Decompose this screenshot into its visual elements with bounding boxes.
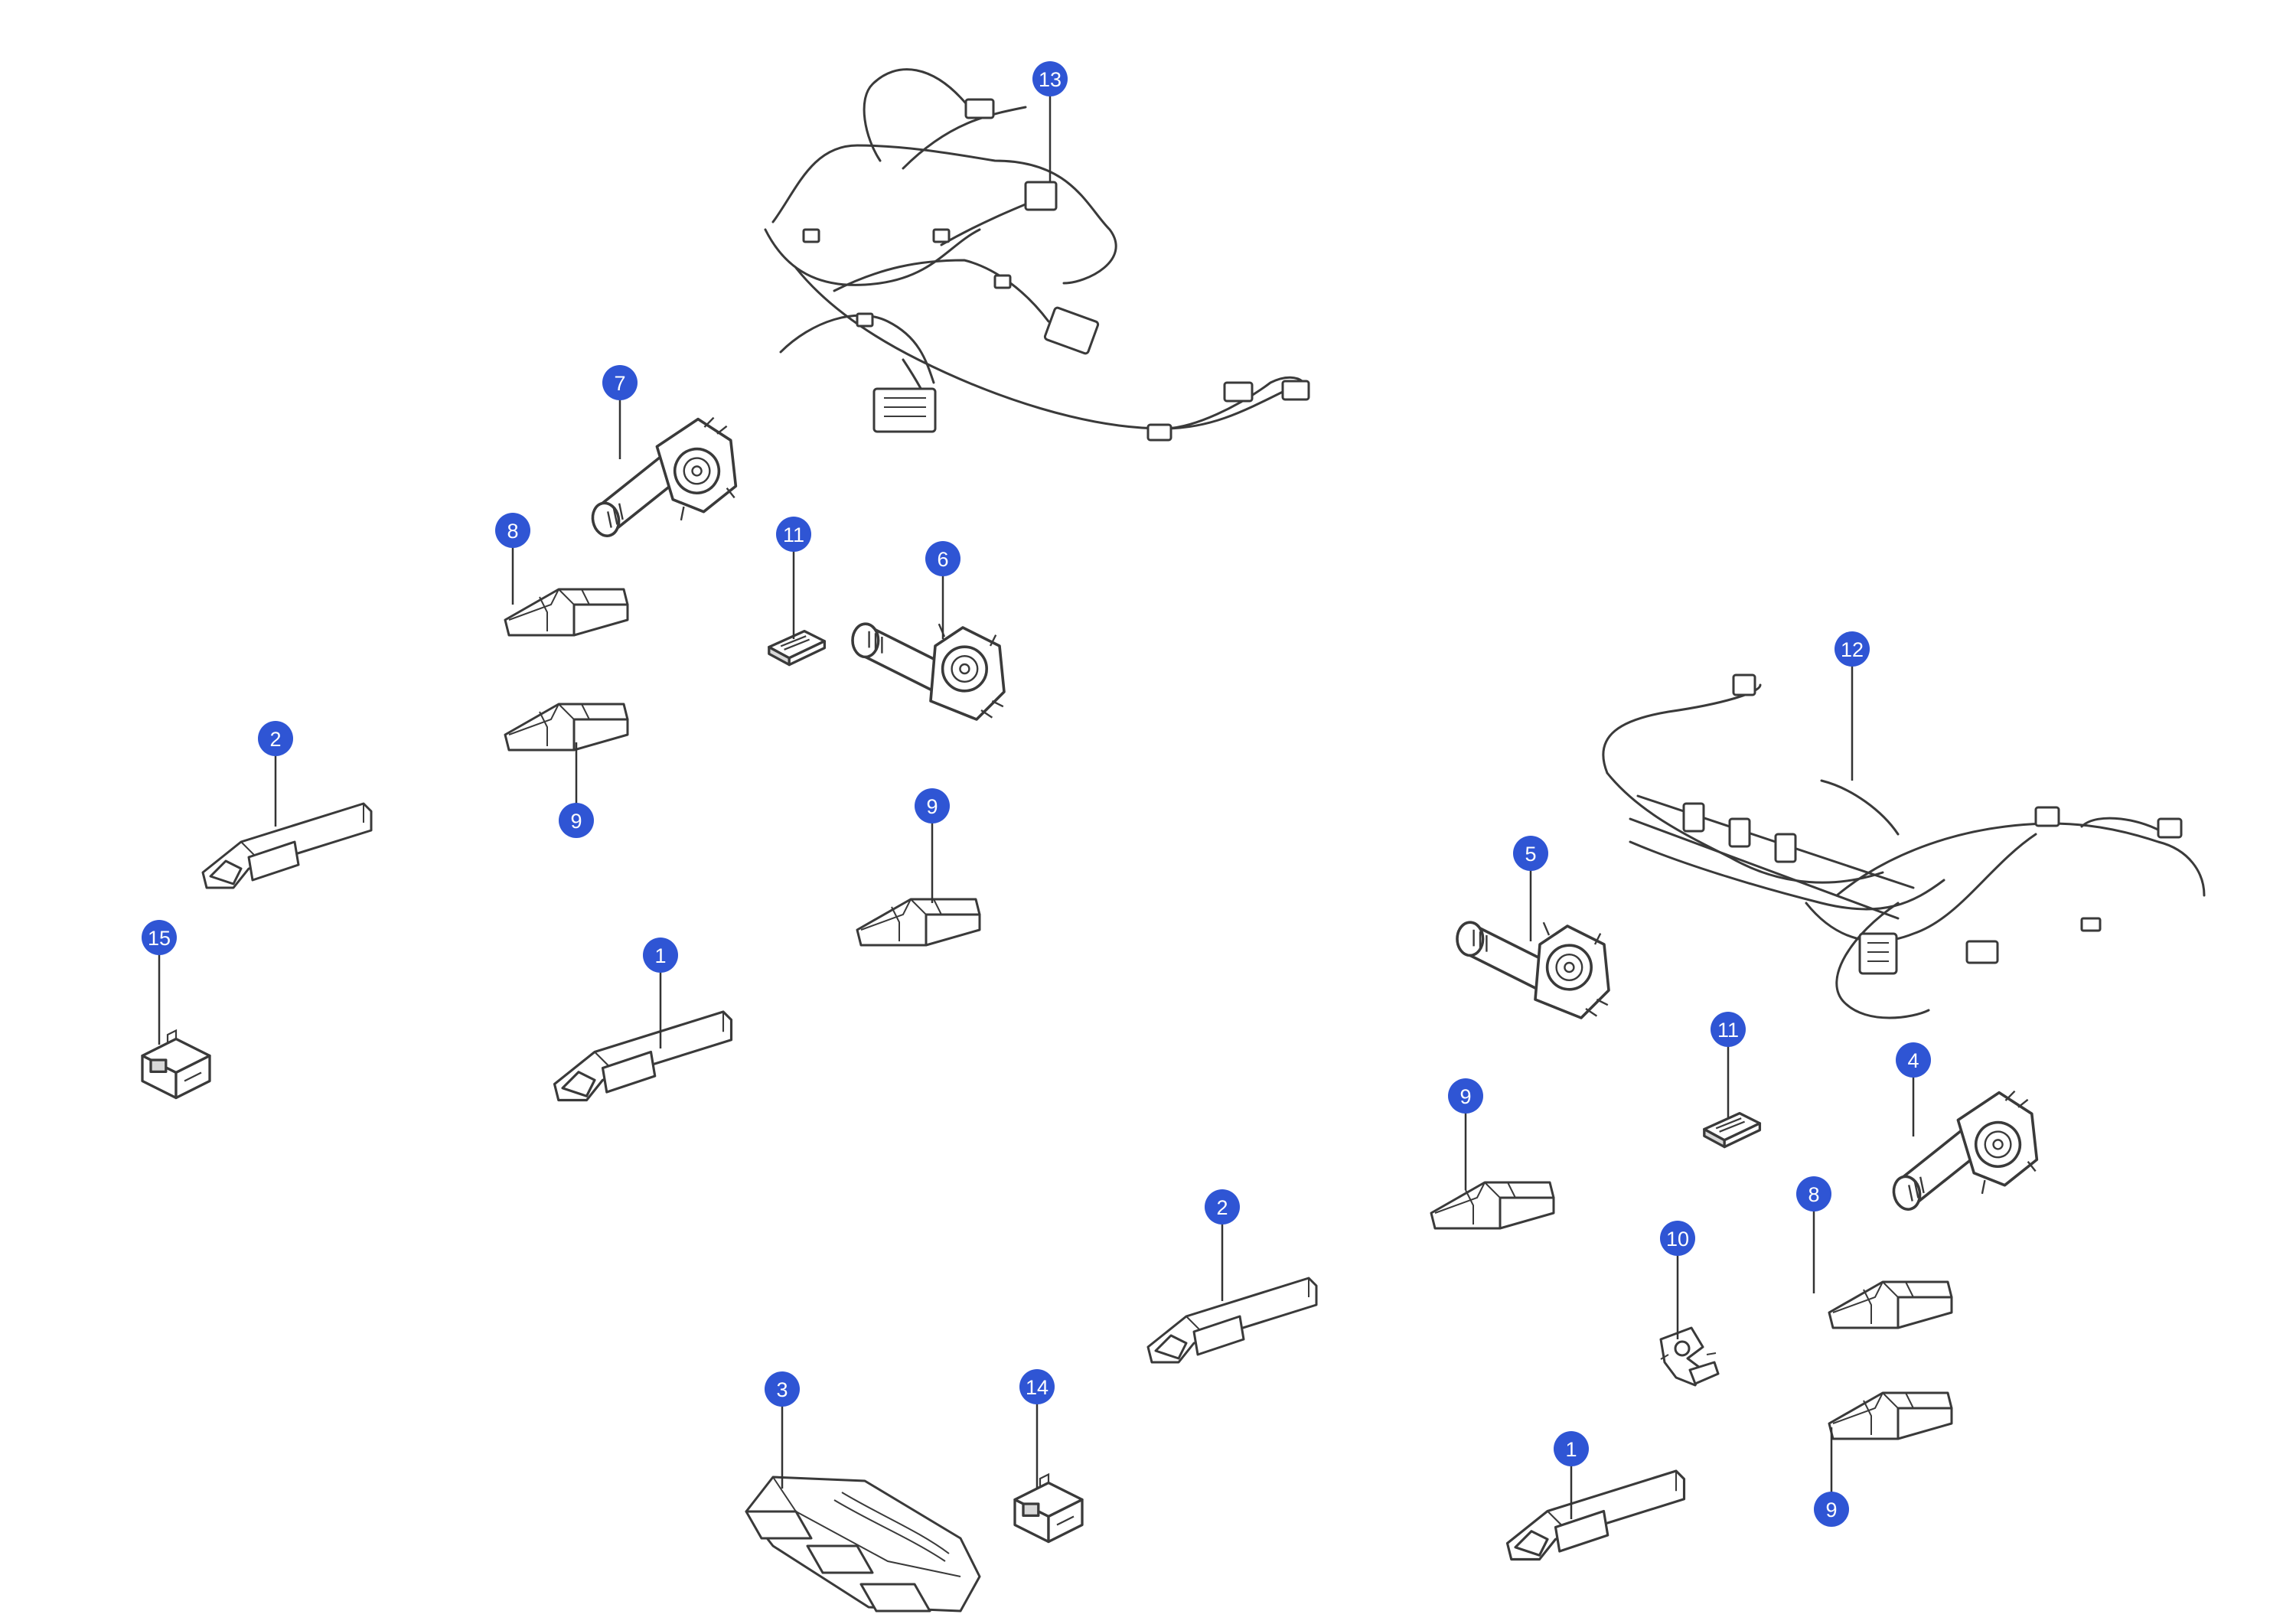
side-trim-1-left [553,1010,733,1102]
callout-circle [1032,61,1068,96]
switch-housing-15 [141,1029,211,1100]
callout-circle [1711,1012,1746,1047]
callout-circle [495,513,530,548]
callout-circle [1835,631,1870,667]
cover-bracket-9-right-b [1828,1391,1953,1440]
callout-circle [142,920,177,955]
callout-badge-motor-7: 7 [602,365,638,400]
callout-badge-harness-right: 12 [1835,631,1870,667]
callout-number: 2 [269,728,281,751]
callout-circle [1896,1042,1931,1078]
callout-number: 14 [1026,1376,1049,1399]
callout-number: 7 [614,372,625,395]
callout-badge-motor-6: 6 [925,541,960,576]
callout-circle [1019,1369,1055,1404]
callout-badges: 13 7 8 11 6 9 9 2 15 1 12 5 11 4 9 2 8 10 3 14 1 9 [142,61,1931,1527]
callout-number: 1 [1565,1438,1577,1461]
callout-badge-cover-8-right: 8 [1796,1176,1831,1211]
callout-circle [1554,1431,1589,1466]
callout-number: 2 [1216,1196,1228,1219]
callout-circle [915,788,950,823]
callout-badge-clip-11-right: 11 [1711,1012,1746,1047]
callout-number: 11 [783,523,804,546]
motor-7 [575,412,747,540]
callout-badge-cover-9-right-a: 9 [1448,1078,1483,1114]
callout-badge-harness-top: 13 [1032,61,1068,96]
callout-number: 8 [1808,1183,1819,1206]
callout-circle [643,938,678,973]
callout-number: 9 [1459,1085,1471,1108]
callout-badge-motor-4: 4 [1896,1042,1931,1078]
callout-circle [1660,1221,1695,1256]
cover-bracket-9-left-b [856,898,981,947]
callout-circle [1796,1176,1831,1211]
motor-5 [1456,921,1610,1019]
cover-bracket-8-right [1828,1280,1953,1329]
callout-circle [765,1371,800,1407]
callout-circle [1205,1189,1240,1225]
callout-badge-cover-9-left-a: 9 [559,803,594,838]
callout-number: 3 [776,1378,788,1401]
callout-badge-cover-9-right-b: 9 [1814,1492,1849,1527]
callout-badge-trim-1-right: 1 [1554,1431,1589,1466]
callout-number: 12 [1841,638,1864,661]
callout-badge-cushion-3: 3 [765,1371,800,1407]
callout-circle [925,541,960,576]
callout-circle [559,803,594,838]
callout-number: 15 [148,927,171,950]
cushion-pad-3 [745,1476,981,1613]
callout-badge-cover-9-left-b: 9 [915,788,950,823]
callout-badge-clip-11-left: 11 [776,517,811,552]
cover-bracket-9-left-a [504,703,629,752]
callout-number: 5 [1525,843,1536,866]
callout-badge-cover-8-left: 8 [495,513,530,548]
side-trim-2-left [201,802,373,889]
callout-circle [1513,836,1548,871]
callout-number: 8 [507,520,518,543]
callout-number: 9 [1825,1498,1837,1521]
sensor-10 [1659,1326,1720,1387]
callout-number: 11 [1717,1019,1739,1042]
cover-bracket-8-left [504,588,629,637]
callout-badge-switch-15: 15 [142,920,177,955]
callout-circle [1448,1078,1483,1114]
callout-number: 6 [937,548,948,571]
callout-circle [258,721,293,756]
callout-number: 4 [1907,1049,1919,1072]
callout-badge-trim-2-right: 2 [1205,1189,1240,1225]
wiring-harness-right [1600,673,2206,1019]
side-trim-1-right [1505,1469,1686,1561]
callout-circle [1814,1492,1849,1527]
clip-11-right [1703,1111,1762,1149]
callout-circle [776,517,811,552]
callout-badge-sensor-10: 10 [1660,1221,1695,1256]
callout-badge-switch-14: 14 [1019,1369,1055,1404]
callout-number: 13 [1039,68,1062,91]
callout-number: 9 [570,810,582,833]
callout-badge-motor-5: 5 [1513,836,1548,871]
callout-number: 1 [654,944,666,967]
callout-number: 9 [926,795,938,818]
callout-badge-trim-2-left: 2 [258,721,293,756]
motor-4 [1876,1085,2048,1214]
cover-bracket-9-right-a [1430,1181,1555,1230]
wiring-harness-top [764,68,1310,442]
callout-circle [602,365,638,400]
side-trim-2-right [1146,1277,1318,1364]
clip-11-left [768,629,827,667]
switch-housing-14 [1013,1472,1084,1544]
motor-6 [851,622,1006,721]
callout-number: 10 [1666,1228,1689,1251]
callout-badge-trim-1-left: 1 [643,938,678,973]
